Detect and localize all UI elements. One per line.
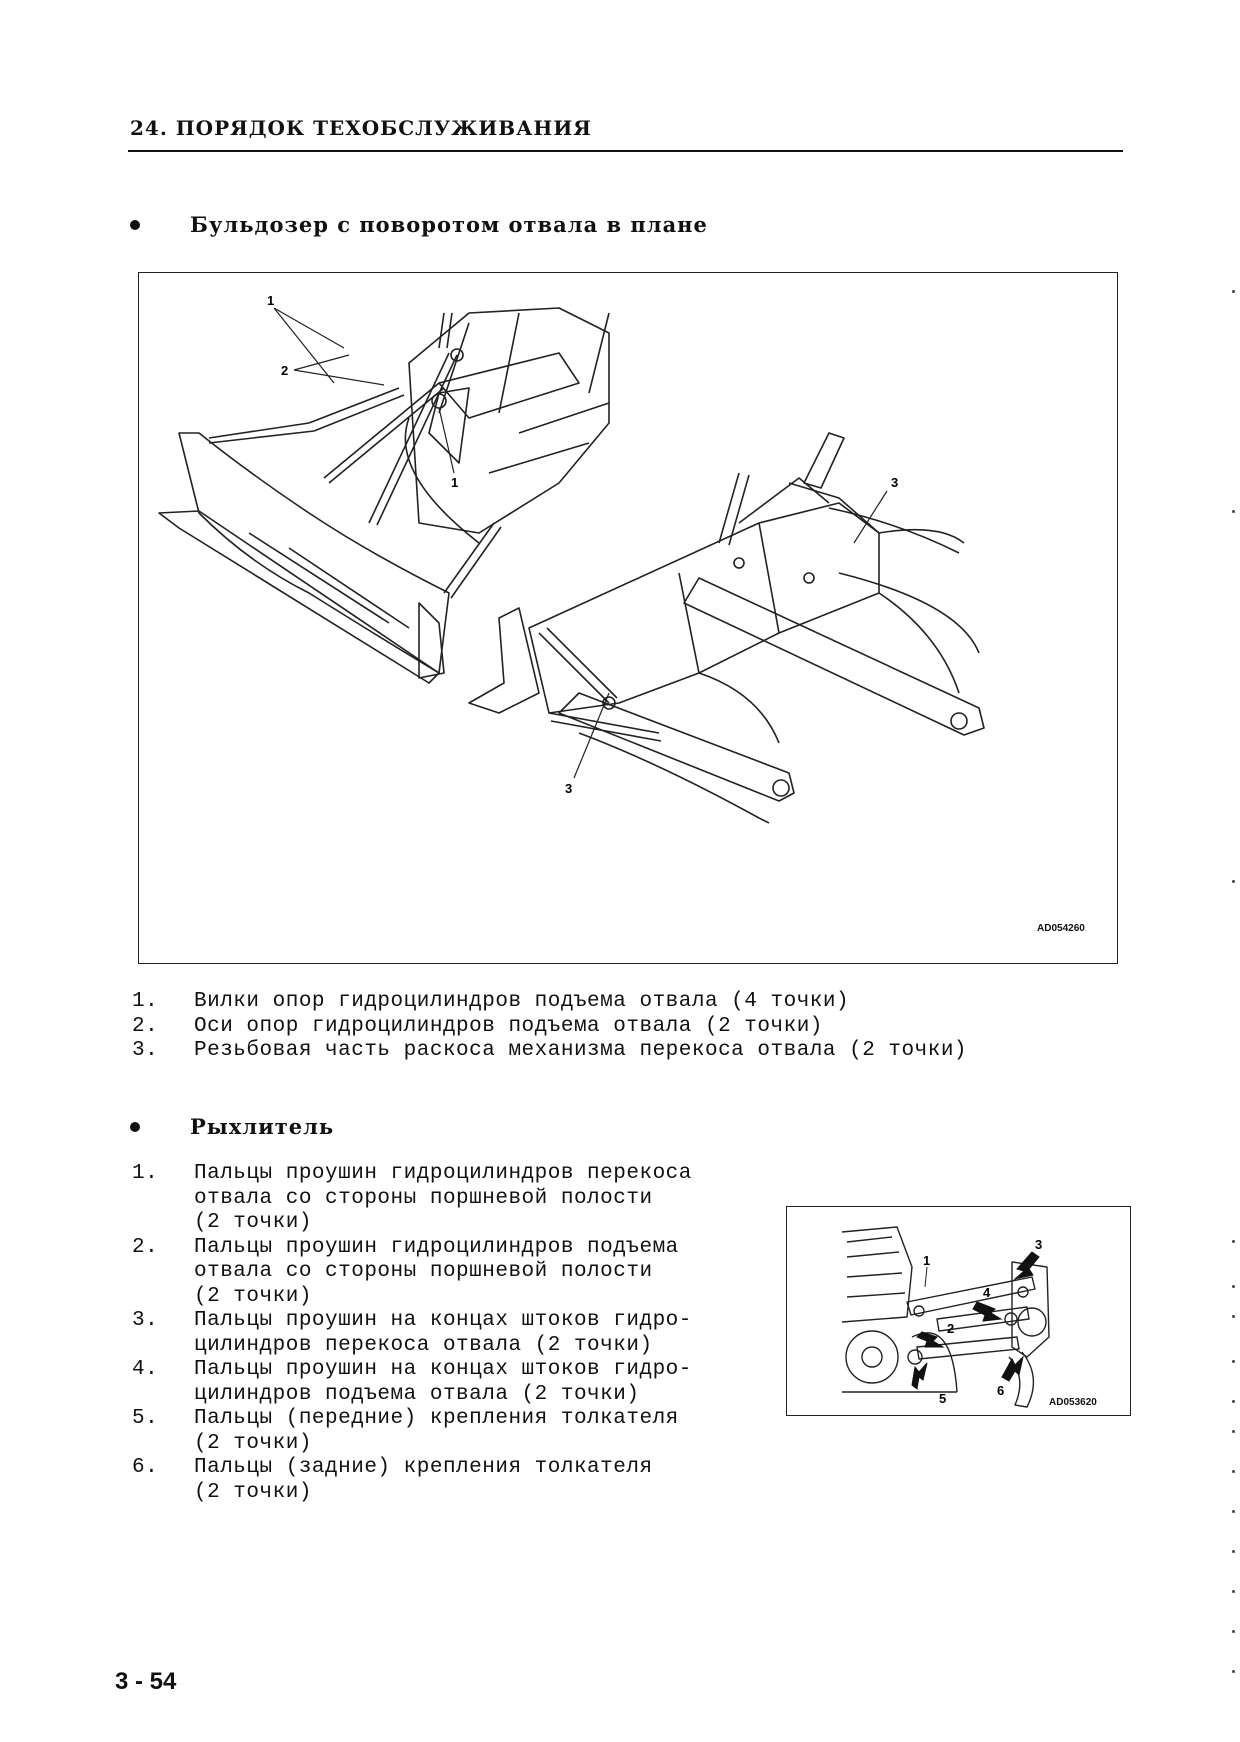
list-item-number: 4. bbox=[132, 1358, 159, 1381]
list-item-text: Оси опор гидроцилиндров подъема отвала (… bbox=[194, 1014, 823, 1038]
blade-lubrication-list: 1. Вилки опор гидроцилиндров подъема отва… bbox=[132, 990, 967, 1064]
list-item: 3. Резьбовая часть раскоса механизма пере… bbox=[132, 1039, 967, 1064]
list-item-number: 2. bbox=[132, 1014, 159, 1038]
header-rule bbox=[128, 150, 1123, 152]
section-heading-blade: Бульдозер с поворотом отвала в плане bbox=[130, 212, 708, 237]
list-item: 1. Пальцы проушин гидроцилиндров перекоса… bbox=[132, 1162, 692, 1236]
ripper-callout-5: 5 bbox=[939, 1391, 946, 1406]
callout-3b: 3 bbox=[565, 781, 572, 796]
list-item-number: 2. bbox=[132, 1235, 159, 1259]
list-item: 2. Пальцы проушин гидроцилиндров подъема … bbox=[132, 1236, 692, 1310]
figure-code-blade: AD054260 bbox=[1037, 923, 1085, 934]
bullet-icon bbox=[130, 1121, 140, 1132]
ripper-figure: 3 1 4 2 5 6 AD053620 bbox=[786, 1206, 1131, 1416]
list-item: 6. Пальцы (задние) крепления толкателя (2… bbox=[132, 1456, 692, 1505]
ripper-callout-4: 4 bbox=[983, 1285, 991, 1300]
list-item: 4. Пальцы проушин на концах штоков гидро-… bbox=[132, 1358, 692, 1407]
binding-margin-dots bbox=[1232, 290, 1235, 1730]
blade-figure: 1 2 1 3 3 AD054260 bbox=[138, 272, 1118, 964]
list-item-number: 6. bbox=[132, 1456, 159, 1479]
callout-2: 2 bbox=[281, 363, 288, 378]
list-item-text: Пальцы проушин гидроцилиндров перекоса о… bbox=[194, 1162, 692, 1234]
list-item-text: Пальцы проушин на концах штоков гидро- ц… bbox=[194, 1358, 692, 1406]
list-item-number: 1. bbox=[132, 990, 159, 1013]
section-heading-ripper-text: Рыхлитель bbox=[190, 1114, 335, 1139]
callout-1a: 1 bbox=[267, 293, 274, 308]
list-item-text: Пальцы проушин гидроцилиндров подъема от… bbox=[194, 1235, 679, 1308]
list-item-text: Пальцы (задние) крепления толкателя (2 т… bbox=[194, 1456, 653, 1504]
bullet-icon bbox=[130, 219, 140, 230]
callout-1b: 1 bbox=[451, 475, 458, 490]
list-item-text: Пальцы проушин на концах штоков гидро- ц… bbox=[194, 1309, 692, 1357]
list-item-number: 1. bbox=[132, 1162, 159, 1185]
list-item-text: Резьбовая часть раскоса механизма переко… bbox=[194, 1039, 968, 1062]
list-item-number: 3. bbox=[132, 1309, 159, 1332]
bulldozer-blade-drawing: 1 2 1 3 3 bbox=[158, 293, 985, 824]
ripper-callout-3: 3 bbox=[1035, 1237, 1042, 1252]
list-item: 2. Оси опор гидроцилиндров подъема отвала… bbox=[132, 1015, 967, 1040]
callout-3a: 3 bbox=[891, 475, 898, 490]
ripper-lubrication-list: 1. Пальцы проушин гидроцилиндров перекоса… bbox=[132, 1162, 692, 1505]
list-item: 5. Пальцы (передние) крепления толкателя … bbox=[132, 1407, 692, 1456]
section-heading-ripper: Рыхлитель bbox=[130, 1114, 334, 1139]
figure-code-ripper: AD053620 bbox=[1049, 1397, 1097, 1408]
page-number: 3 - 54 bbox=[115, 1668, 177, 1695]
list-item-text: Пальцы (передние) крепления толкателя (2… bbox=[194, 1407, 679, 1455]
list-item-number: 3. bbox=[132, 1039, 159, 1062]
section-heading-blade-text: Бульдозер с поворотом отвала в плане bbox=[190, 212, 708, 237]
list-item: 3. Пальцы проушин на концах штоков гидро-… bbox=[132, 1309, 692, 1358]
ripper-drawing: 3 1 4 2 5 6 bbox=[841, 1226, 1050, 1408]
ripper-callout-1: 1 bbox=[923, 1253, 930, 1268]
page-header-title: 24. ПОРЯДОК ТЕХОБСЛУЖИВАНИЯ bbox=[130, 116, 592, 140]
ripper-callout-2: 2 bbox=[947, 1321, 954, 1336]
list-item-text: Вилки опор гидроцилиндров подъема отвала… bbox=[194, 990, 850, 1013]
list-item-number: 5. bbox=[132, 1407, 159, 1430]
ripper-callout-6: 6 bbox=[997, 1383, 1004, 1398]
list-item: 1. Вилки опор гидроцилиндров подъема отва… bbox=[132, 990, 967, 1015]
